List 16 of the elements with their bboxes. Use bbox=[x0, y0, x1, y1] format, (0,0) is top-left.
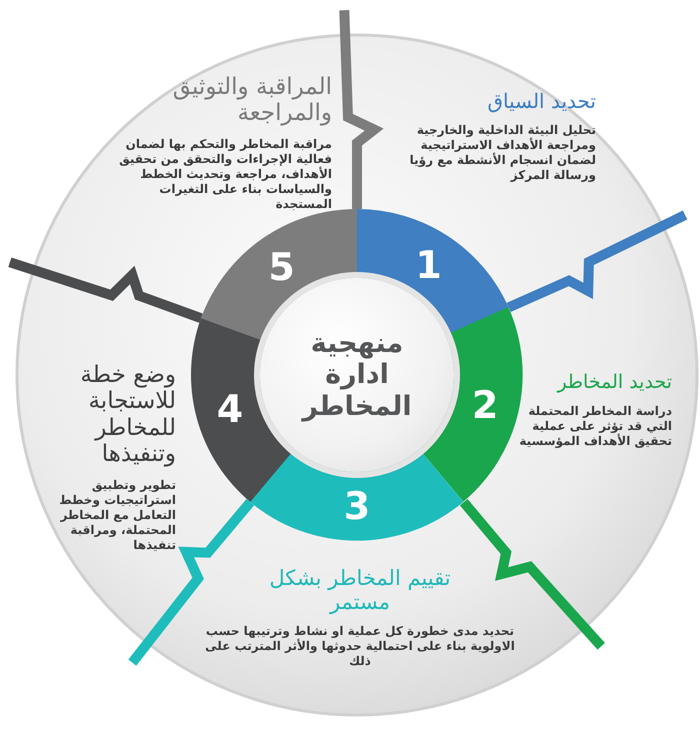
step-description: دراسة المخاطر المحتملة التي قد تؤثر على عملية تحقيق الأهداف المؤسسية bbox=[518, 404, 672, 449]
step-heading: المراقبة والتوثيق والمراجعة bbox=[172, 74, 332, 127]
step-description: تحديد مدى خطورة كل عملية او نشاط وترتيبها حسب الاولوية بناء على احتمالية حدوثها والأثر المترتب على ذلك bbox=[205, 624, 515, 670]
step-heading: تقييم المخاطر بشكل مستمر bbox=[268, 566, 452, 614]
step-number: 4 bbox=[216, 390, 244, 428]
step-heading: وضع خطة للاستجابة للمخاطر وتنفيذها bbox=[79, 362, 176, 468]
step-number: 2 bbox=[472, 386, 498, 424]
step-number: 1 bbox=[415, 246, 442, 284]
step-heading: تحديد المخاطر bbox=[557, 372, 672, 394]
step-description: تحليل البيئة الداخلية والخارجية ومراجعة الأهداف الاستراتيجية لضمان انسجام الأنشطة مع رؤيا ورسالة المركز bbox=[408, 123, 596, 183]
center-title: منهجية ادارة المخاطر bbox=[300, 328, 413, 422]
step-description: تطوير وتطبيق استراتيجيات وخطط التعامل مع المخاطر المحتملة، ومراقبة تنفيذها bbox=[58, 478, 176, 553]
step-number: 3 bbox=[344, 487, 370, 526]
step-description: مراقبة المخاطر والتحكم بها لضمان فعالية الإجراءات والتحقق من تحقيق الأهداف، مراجعة وتحديث الخطط والسياسات بناء على التغيرات المستجدة bbox=[118, 136, 332, 212]
step-heading: تحديد السياق bbox=[487, 90, 596, 113]
step-number: 5 bbox=[268, 248, 295, 286]
